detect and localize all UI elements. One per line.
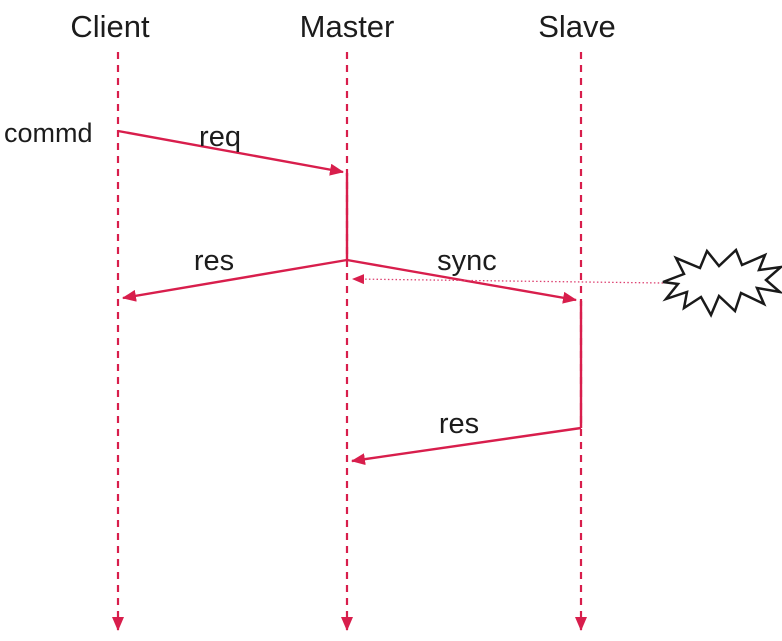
actor-label-master: Master — [300, 9, 395, 44]
message-res-2-arrow — [351, 426, 582, 466]
message-sync-label: sync — [437, 245, 497, 277]
message-req-arrow — [117, 129, 344, 176]
message-res-1-arrow — [122, 258, 348, 302]
actor-label-client: Client — [70, 9, 150, 44]
explosion-burst-icon — [662, 247, 782, 318]
message-res-2-label: res — [439, 408, 479, 440]
message-sync: sync — [346, 245, 577, 304]
message-req-label: req — [199, 121, 241, 153]
message-res-2: res — [351, 408, 582, 466]
message-res-1-label: res — [194, 245, 234, 277]
message-req: req — [117, 121, 344, 176]
side-note-commd: commd — [4, 118, 93, 148]
actor-label-slave: Slave — [538, 9, 616, 44]
message-burst-dotted-arrow — [352, 274, 664, 285]
message-res-1: res — [122, 245, 348, 302]
